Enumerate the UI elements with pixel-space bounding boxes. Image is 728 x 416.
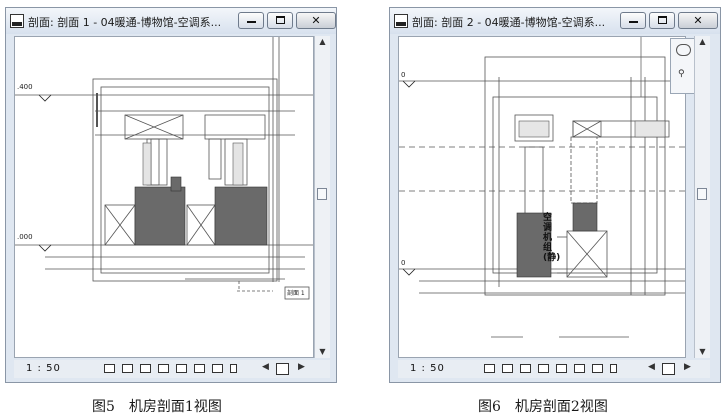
- close-button[interactable]: ✕: [678, 12, 718, 29]
- view-scale[interactable]: 1 : 50: [26, 363, 61, 374]
- reveal-hidden-icon[interactable]: [230, 364, 237, 373]
- close-icon: ✕: [693, 14, 703, 27]
- drawing-canvas[interactable]: 0 0 空调机组(静): [398, 36, 686, 358]
- scroll-right-icon[interactable]: ▶: [684, 362, 691, 372]
- title-bar[interactable]: 剖面: 剖面 2 - 04暖通-博物馆-空调系... ✕: [390, 8, 720, 34]
- crop-view-icon[interactable]: [556, 364, 567, 373]
- level-label-bottom: 0: [401, 259, 406, 267]
- unit-label: 空调机组(静): [543, 213, 561, 263]
- level-label-top: 0: [401, 71, 406, 79]
- detail-level-icon[interactable]: [484, 364, 495, 373]
- scroll-down-icon[interactable]: ▼: [319, 347, 326, 356]
- figure-6-caption: 图6 机房剖面2视图: [478, 399, 608, 415]
- revit-app-icon: [10, 14, 24, 28]
- maximize-button[interactable]: [649, 12, 675, 29]
- scroll-left-icon[interactable]: ◀: [262, 362, 269, 372]
- minimize-button[interactable]: [620, 12, 646, 29]
- sun-path-icon[interactable]: [520, 364, 531, 373]
- show-crop-icon[interactable]: [194, 364, 205, 373]
- section-drawing: [399, 37, 685, 338]
- sun-path-icon[interactable]: [140, 364, 151, 373]
- close-button[interactable]: ✕: [296, 12, 336, 29]
- revit-app-icon: [394, 14, 408, 28]
- section-drawing: [15, 37, 313, 300]
- vertical-scrollbar[interactable]: ▲ ▼: [694, 36, 710, 358]
- temporary-hide-icon[interactable]: [592, 364, 603, 373]
- navigation-wheel[interactable]: ⚲: [670, 38, 696, 94]
- scroll-down-icon[interactable]: ▼: [699, 347, 706, 356]
- detail-level-icon[interactable]: [104, 364, 115, 373]
- scroll-right-icon[interactable]: ▶: [298, 362, 305, 372]
- window-title: 剖面: 剖面 1 - 04暖通-博物馆-空调系...: [28, 16, 222, 29]
- close-icon: ✕: [311, 14, 321, 27]
- view-scale[interactable]: 1 : 50: [410, 363, 445, 374]
- maximize-icon: [658, 16, 667, 24]
- steering-wheel-icon[interactable]: [676, 44, 691, 56]
- vertical-scrollbar[interactable]: ▲ ▼: [314, 36, 330, 358]
- reveal-hidden-icon[interactable]: [610, 364, 617, 373]
- maximize-button[interactable]: [267, 12, 293, 29]
- minimize-button[interactable]: [238, 12, 264, 29]
- scroll-left-icon[interactable]: ◀: [648, 362, 655, 372]
- visual-style-icon[interactable]: [122, 364, 133, 373]
- scroll-up-icon[interactable]: ▲: [699, 37, 706, 46]
- scroll-up-icon[interactable]: ▲: [319, 37, 326, 46]
- horizontal-scroll-thumb[interactable]: [276, 363, 289, 375]
- section-1-window: 剖面: 剖面 1 - 04暖通-博物馆-空调系... ✕: [5, 7, 337, 383]
- level-label-top: .400: [17, 83, 33, 91]
- crop-view-icon[interactable]: [176, 364, 187, 373]
- minimize-icon: [629, 21, 638, 23]
- scroll-thumb[interactable]: [317, 188, 327, 200]
- show-crop-icon[interactable]: [574, 364, 585, 373]
- level-label-bottom: .000: [17, 233, 33, 241]
- maximize-icon: [276, 16, 285, 24]
- zoom-icon[interactable]: ⚲: [678, 69, 685, 79]
- visual-style-icon[interactable]: [502, 364, 513, 373]
- scroll-thumb[interactable]: [697, 188, 707, 200]
- section-2-window: 剖面: 剖面 2 - 04暖通-博物馆-空调系... ✕: [389, 7, 721, 383]
- title-bar[interactable]: 剖面: 剖面 1 - 04暖通-博物馆-空调系... ✕: [6, 8, 336, 34]
- minimize-icon: [247, 21, 256, 23]
- window-title: 剖面: 剖面 2 - 04暖通-博物馆-空调系...: [412, 16, 606, 29]
- figure-5-caption: 图5 机房剖面1视图: [92, 399, 222, 415]
- view-control-bar: 1 : 50 ◀ ▶: [398, 360, 710, 378]
- horizontal-scroll-thumb[interactable]: [662, 363, 675, 375]
- temporary-hide-icon[interactable]: [212, 364, 223, 373]
- section-tag-label: 剖面 1: [287, 290, 305, 297]
- shadows-icon[interactable]: [538, 364, 549, 373]
- view-control-bar: 1 : 50 ◀ ▶: [14, 360, 330, 378]
- drawing-canvas[interactable]: .400 .000 剖面 1: [14, 36, 314, 358]
- shadows-icon[interactable]: [158, 364, 169, 373]
